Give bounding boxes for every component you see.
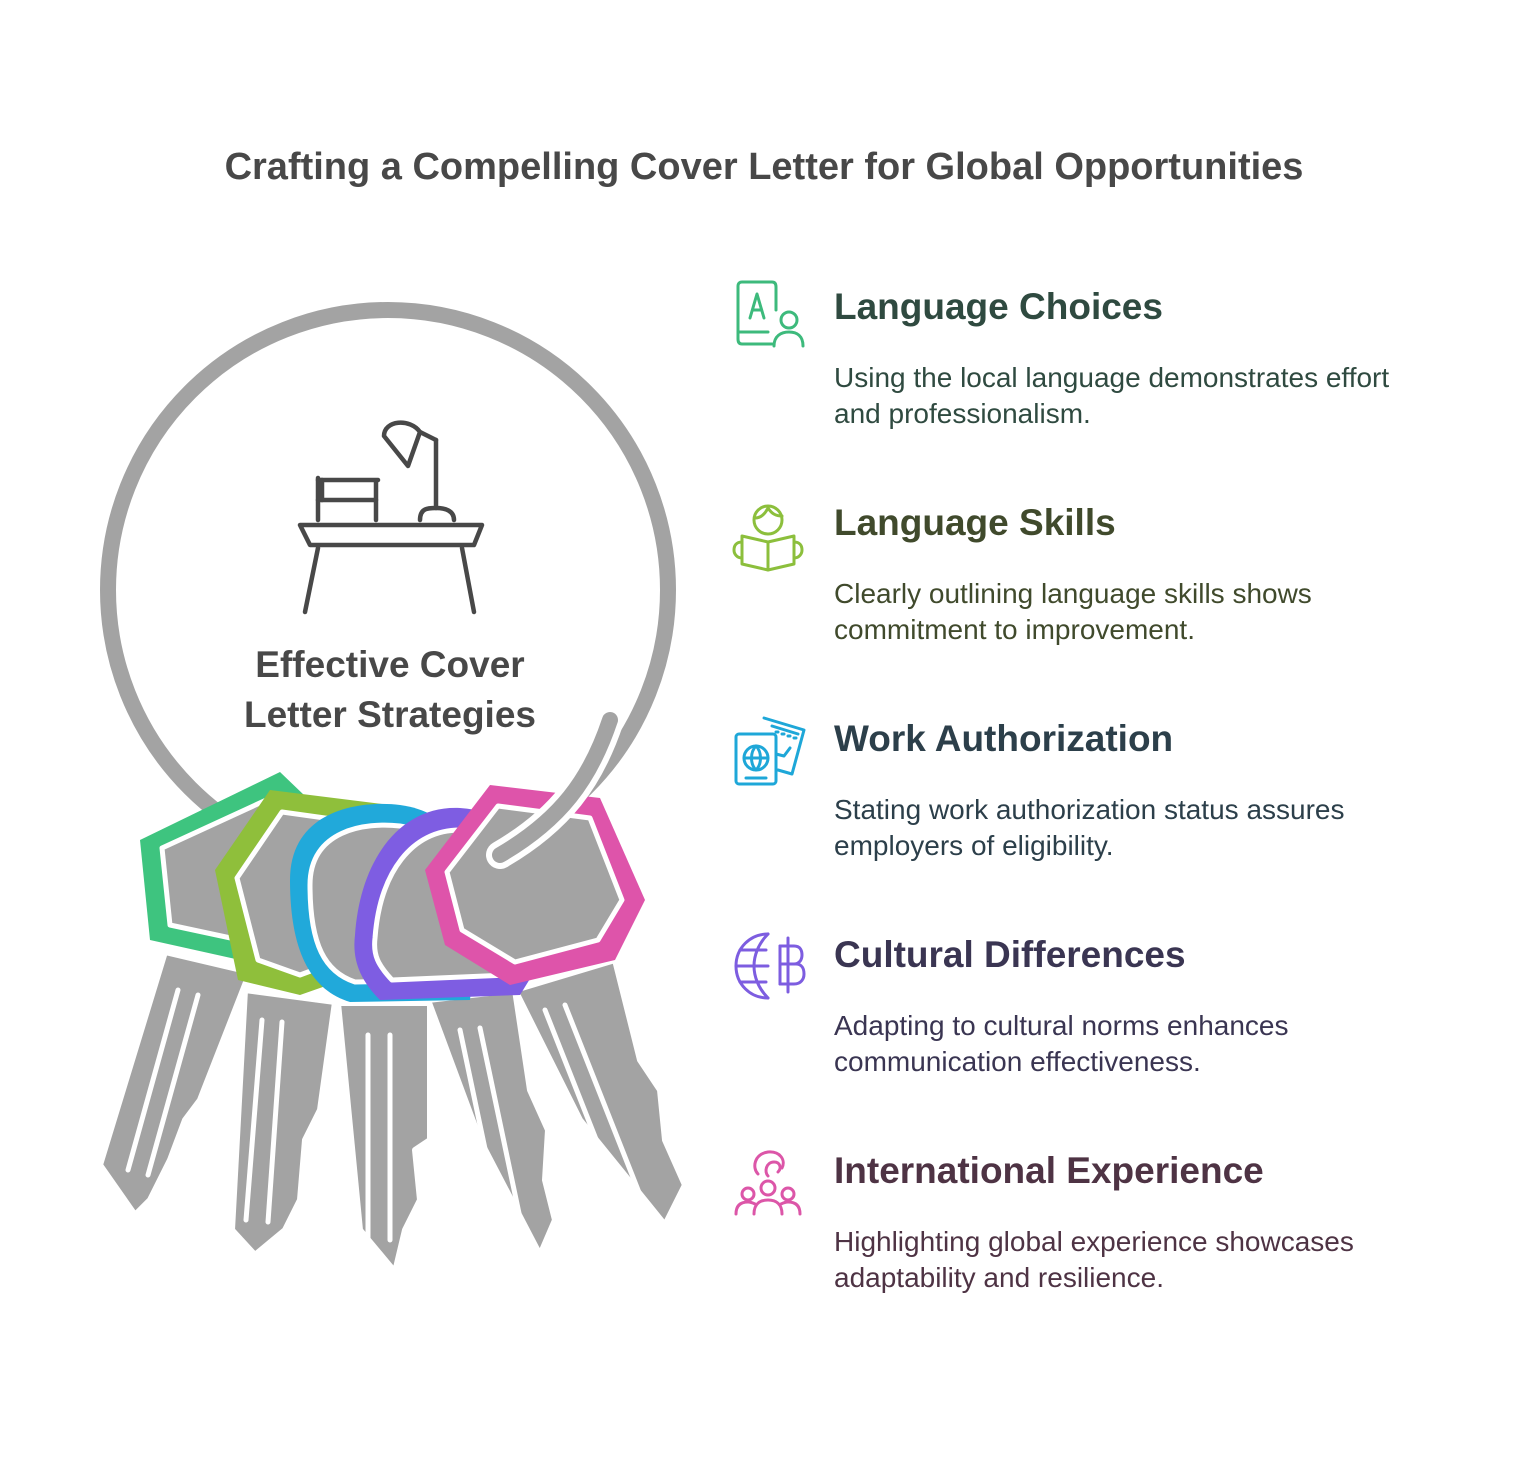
item-text: Adapting to cultural norms enhances comm… xyxy=(834,1010,1289,1077)
item-heading: Language Choices xyxy=(834,286,1163,327)
item-heading: Work Authorization xyxy=(834,718,1174,759)
passport-ticket-icon xyxy=(734,716,806,786)
item-heading: International Experience xyxy=(834,1150,1264,1191)
item-text: Clearly outlining language skills shows … xyxy=(834,578,1312,645)
language-person-icon xyxy=(736,280,805,348)
globe-baht-icon xyxy=(734,932,806,1000)
people-group-icon xyxy=(734,1150,802,1216)
item-heading: Cultural Differences xyxy=(834,934,1186,975)
item-text: Highlighting global experience showcases… xyxy=(834,1226,1354,1293)
desk-lamp-books-icon xyxy=(297,420,485,615)
item-heading: Language Skills xyxy=(834,502,1116,543)
reading-book-icon xyxy=(732,504,804,572)
item-text: Stating work authorization status assure… xyxy=(834,794,1345,861)
key-blade-blue xyxy=(335,1000,433,1275)
keyring-illustration xyxy=(97,302,688,1275)
key-blade-purple xyxy=(425,987,558,1258)
page-title: Crafting a Compelling Cover Letter for G… xyxy=(224,146,1304,188)
item-text: Using the local language demonstrates ef… xyxy=(834,362,1390,429)
